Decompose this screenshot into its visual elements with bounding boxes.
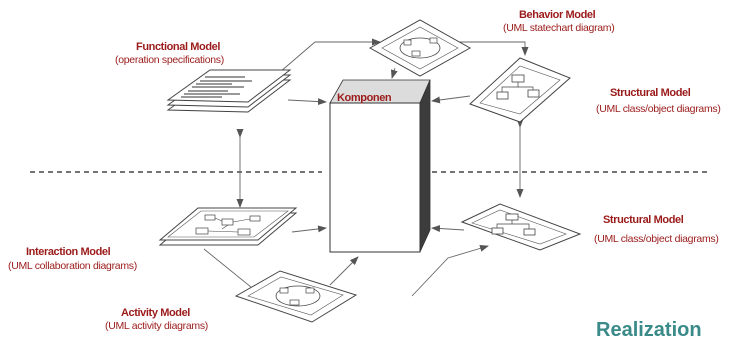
interaction-model-subtitle: (UML collaboration diagrams) xyxy=(8,260,137,272)
structural-model-top-title: Structural Model xyxy=(610,87,690,99)
connector-activity-structural xyxy=(412,246,488,296)
activity-model-title: Activity Model xyxy=(121,307,190,319)
activity-model-plane xyxy=(236,271,356,322)
connector-activity-komponen xyxy=(330,257,358,285)
functional-model-subtitle: (operation specifications) xyxy=(115,54,224,66)
behavior-model-plane xyxy=(370,20,470,76)
connector-functional-behavior xyxy=(280,42,380,72)
komponen-box xyxy=(330,80,430,252)
connector-interaction-komponen xyxy=(292,228,326,232)
connector-structural-komponen xyxy=(432,96,470,101)
interaction-model-plane xyxy=(160,208,296,245)
connector-functional-komponen xyxy=(288,100,326,102)
activity-model-subtitle: (UML activity diagrams) xyxy=(105,320,208,332)
komponen-label: Komponen xyxy=(337,92,391,104)
behavior-model-title: Behavior Model xyxy=(519,9,595,21)
connector-structural-bottom-komponen xyxy=(432,228,464,230)
structural-model-top-plane xyxy=(470,58,570,122)
connector-behavior-komponen xyxy=(392,68,395,78)
functional-model-plane xyxy=(168,70,290,112)
structural-model-top-subtitle: (UML class/object diagrams) xyxy=(596,103,721,115)
functional-model-title: Functional Model xyxy=(136,41,220,53)
behavior-model-subtitle: (UML statechart diagram) xyxy=(503,22,614,34)
structural-model-bottom-subtitle: (UML class/object diagrams) xyxy=(594,233,719,245)
structural-model-bottom-plane xyxy=(462,204,580,250)
realization-label: Realization xyxy=(596,324,702,336)
interaction-model-title: Interaction Model xyxy=(26,246,110,258)
structural-model-bottom-title: Structural Model xyxy=(603,214,683,226)
